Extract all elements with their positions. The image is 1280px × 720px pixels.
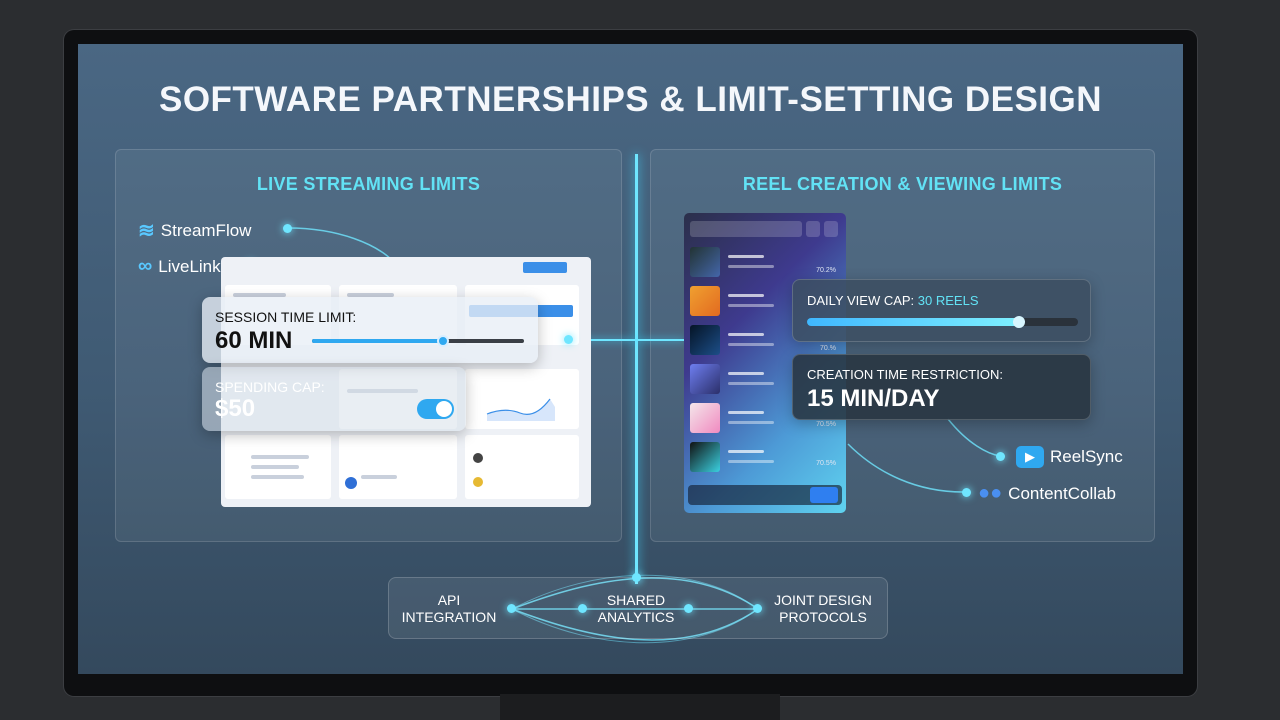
dashboard-card xyxy=(339,435,457,499)
brand-reelsync: ▶ ReelSync xyxy=(1016,446,1123,468)
session-time-value: 60 MIN xyxy=(215,327,293,354)
api-integration-label: API INTEGRATION xyxy=(394,592,504,626)
screen: SOFTWARE PARTNERSHIPS & LIMIT-SETTING DE… xyxy=(78,44,1183,674)
search-input[interactable] xyxy=(690,221,802,237)
api-node xyxy=(507,604,516,613)
spending-cap-label: SPENDING CAP: xyxy=(215,379,325,395)
api-line2: INTEGRATION xyxy=(401,609,497,625)
joint-line2: PROTOCOLS xyxy=(779,609,867,625)
spending-cap-value: $50 xyxy=(215,395,256,422)
save-icon[interactable] xyxy=(806,221,820,237)
avatar xyxy=(473,477,483,487)
analytics-right-node xyxy=(684,604,693,613)
streamflow-node xyxy=(283,224,292,233)
session-slider-handle[interactable] xyxy=(437,335,449,347)
spending-cap-toggle[interactable] xyxy=(417,399,454,419)
reelsync-node xyxy=(996,452,1005,461)
wave-icon: ≋ xyxy=(138,220,155,242)
reel-item[interactable] xyxy=(690,286,840,318)
session-slider-fill xyxy=(312,339,443,343)
analytics-line-chart xyxy=(486,398,555,421)
creation-time-value: 15 MIN/DAY xyxy=(807,385,940,412)
reel-percent: 70.5% xyxy=(816,421,836,428)
integration-box xyxy=(388,577,888,639)
joint-line1: JOINT DESIGN xyxy=(774,592,872,608)
reel-limits-title: REEL CREATION & VIEWING LIMITS xyxy=(742,174,1063,194)
reel-item[interactable]: 70.% xyxy=(690,325,840,357)
analytics-left-node xyxy=(578,604,587,613)
brand-streamflow-label: StreamFlow xyxy=(160,220,252,240)
reel-item[interactable] xyxy=(690,364,840,396)
right-connector xyxy=(638,339,684,341)
daily-view-cap-value: 30 REELS xyxy=(917,293,979,308)
reel-item[interactable]: 70.5% xyxy=(690,403,840,435)
brand-livelink-label: LiveLink xyxy=(158,256,221,276)
dashboard-card xyxy=(465,435,579,499)
reel-percent: 70.5% xyxy=(816,460,836,467)
shared-analytics-label: SHARED ANALYTICS xyxy=(586,592,686,626)
refresh-icon[interactable] xyxy=(824,221,838,237)
avatar xyxy=(473,453,483,463)
session-time-card: SESSION TIME LIMIT: 60 MIN xyxy=(202,297,538,363)
reel-percent: 70.% xyxy=(820,345,836,352)
analytics-line2: ANALYTICS xyxy=(597,609,675,625)
brand-contentcollab-label: ContentCollab xyxy=(1008,483,1116,503)
creation-time-card: CREATION TIME RESTRICTION: 15 MIN/DAY xyxy=(792,354,1091,420)
daily-view-cap-label: DAILY VIEW CAP: xyxy=(807,293,915,308)
session-time-label: SESSION TIME LIMIT: xyxy=(215,309,357,325)
play-icon: ▶ xyxy=(1016,446,1044,468)
divider-node xyxy=(632,573,641,582)
reel-item[interactable]: 70.2% xyxy=(690,247,840,279)
link-icon: ∞ xyxy=(138,255,153,277)
dashboard-card xyxy=(225,435,331,499)
api-line1: API xyxy=(437,592,461,608)
connector-lines xyxy=(249,227,1001,644)
daily-view-progress xyxy=(807,316,1078,328)
monitor-stand xyxy=(500,694,780,720)
brand-livelink: ∞ LiveLink xyxy=(138,255,221,278)
analytics-line1: SHARED xyxy=(606,592,666,608)
people-icon: ●● xyxy=(978,482,1003,504)
reel-item[interactable]: 70.5% xyxy=(690,442,840,474)
spending-cap-card: SPENDING CAP: $50 xyxy=(202,367,466,431)
left-panel-node xyxy=(564,335,573,344)
left-connector xyxy=(571,339,635,341)
joint-node xyxy=(753,604,762,613)
send-button[interactable] xyxy=(810,487,838,503)
live-streaming-title: LIVE STREAMING LIMITS xyxy=(256,174,481,194)
daily-view-progress-handle[interactable] xyxy=(1013,316,1025,328)
joint-design-label: JOINT DESIGN PROTOCOLS xyxy=(766,592,880,626)
daily-view-progress-fill xyxy=(807,318,1019,326)
toggle-knob xyxy=(436,401,452,417)
dashboard-header-button[interactable] xyxy=(523,262,567,273)
page-title: SOFTWARE PARTNERSHIPS & LIMIT-SETTING DE… xyxy=(158,80,1103,119)
center-divider xyxy=(635,154,638,584)
creation-time-label: CREATION TIME RESTRICTION: xyxy=(807,367,1003,382)
contentcollab-node xyxy=(962,488,971,497)
brand-contentcollab: ●● ContentCollab xyxy=(978,482,1116,505)
brand-reelsync-label: ReelSync xyxy=(1050,447,1123,466)
brand-streamflow: ≋ StreamFlow xyxy=(138,218,251,243)
analytics-chart-card xyxy=(465,369,579,429)
phone-bottom-bar xyxy=(688,485,842,505)
session-time-slider[interactable] xyxy=(312,335,524,347)
blue-circle-icon xyxy=(345,477,357,489)
daily-view-cap-card: DAILY VIEW CAP: 30 REELS xyxy=(792,279,1091,342)
daily-view-cap-text: DAILY VIEW CAP: 30 REELS xyxy=(807,293,979,308)
reel-percent: 70.2% xyxy=(816,267,836,274)
